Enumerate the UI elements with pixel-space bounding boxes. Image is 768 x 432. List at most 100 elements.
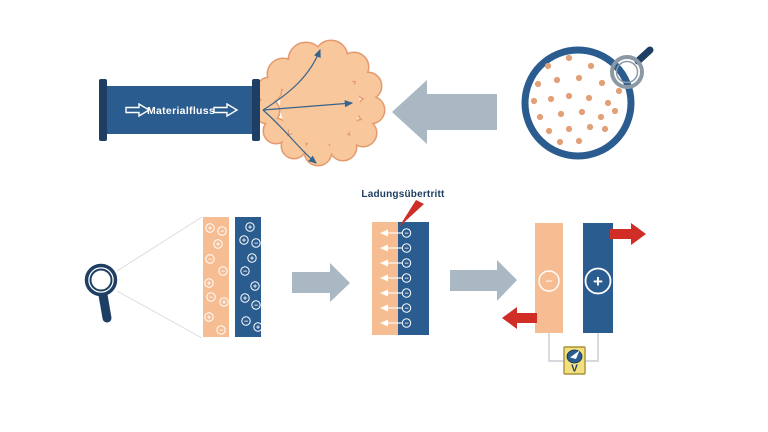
particle-dot [615,87,623,95]
particle-dot [565,54,573,62]
particle-dot [556,138,564,146]
negative-sign-circle [538,270,560,292]
wire-right [585,333,599,362]
particle-dot [530,97,538,105]
particle-dot [578,108,586,116]
transfer-arrowhead-icon [380,244,388,252]
charge-symbol: − [221,268,225,275]
transfer-charge-symbol: − [404,290,408,297]
voltmeter-needle-icon [570,350,580,359]
charge-symbol: + [207,314,211,321]
charge-circle [213,239,223,249]
material-pair-contact: −−−−−−− Ladungsübertritt [361,189,445,335]
transfer-charge-symbol: − [404,260,408,267]
zoom-cone-lines [116,216,203,339]
transfer-arrowhead-icon [380,229,388,237]
pair1-orange-layer [203,217,229,337]
charge-circle [253,322,263,332]
magnifier-icon-bottom [84,263,118,323]
magnifier-icon-top [610,46,654,89]
red-arrow-left-icon [502,307,537,329]
charge-symbol: + [216,241,220,248]
particle-dot [575,74,583,82]
particle-dot [604,99,612,107]
transfer-charge-circle [401,318,412,328]
transfer-arrowhead-icon [380,259,388,267]
transfer-charge-circle [401,243,412,253]
pair2-blue-layer [398,222,429,335]
particle-dot [611,107,619,115]
charge-symbol: − [243,268,247,275]
particle-dot [536,113,544,121]
transfer-charge-circle [401,228,412,238]
particle-dot [547,95,555,103]
particle-dot [553,76,561,84]
transfer-charge-circle [401,288,412,298]
pipe-flange-right [252,79,260,141]
particle-dots [530,54,623,146]
particle-dot [601,125,609,133]
process-arrow-right-1-icon [292,263,350,302]
charge-symbol: + [253,283,257,290]
particle-dot [587,62,595,70]
particle-dot [534,80,542,88]
transfer-arrowhead-icon [380,274,388,282]
charge-circle [219,297,229,307]
charge-circle [251,238,261,248]
particle-sample-circle [521,46,635,160]
charge-circle [216,325,226,335]
charge-symbol: − [254,240,258,247]
material-pair-initial: +−+−−+−++− ++−+−++−−+ [203,217,263,337]
charge-symbol: + [242,237,246,244]
charge-symbol: + [207,280,211,287]
transfer-charge-circle [401,258,412,268]
charge-circle [217,226,227,236]
charge-circle [205,254,215,264]
negative-sign: − [545,274,553,289]
material-pipe: Materialfluss [99,79,260,141]
red-arrow-right-icon [610,223,646,245]
charge-circle [241,316,251,326]
charge-circle [251,300,261,310]
charge-symbol: + [208,225,212,232]
charge-symbol: − [254,302,258,309]
process-arrow-left-icon [392,80,497,144]
charge-symbol: − [220,228,224,235]
pair1-orange-charges: +−+−−+−++− [204,223,229,335]
transfer-charge-symbol: − [404,320,408,327]
voltmeter: V [563,346,586,375]
charge-circle [247,253,257,263]
transfer-charge-circle [401,303,412,313]
transfer-charge-symbol: − [404,305,408,312]
transfer-charge-symbol: − [404,275,408,282]
wire-left [548,333,564,362]
charge-circle [218,266,228,276]
charge-symbol: + [250,255,254,262]
transfer-charge-symbol: − [404,245,408,252]
transfer-arrowhead-icon [380,319,388,327]
material-pair-separated: − + V [502,223,646,375]
process-arrow-right-2-icon [450,260,517,301]
electrode-positive [583,223,613,333]
pair1-blue-charges: ++−+−++−−+ [239,222,263,332]
particle-dot [565,92,573,100]
charge-circle [240,266,250,276]
charge-symbol: − [244,318,248,325]
charge-circle [205,223,215,233]
particle-dot [598,79,606,87]
particle-dot [586,123,594,131]
charge-transfer-rows: − − − − − − − [380,228,412,328]
charge-symbol: + [256,324,260,331]
transfer-charge-circle [401,273,412,283]
charge-transfer-pointer-icon [399,200,424,227]
transfer-charge-symbol: − [404,230,408,237]
pipe-body [106,86,253,134]
charge-symbol: + [222,299,226,306]
particle-dot [585,94,593,102]
particle-dot [544,62,552,70]
positive-sign: + [593,272,603,291]
particle-dot [545,127,553,135]
charge-circle [206,292,216,302]
particle-dot [557,110,565,118]
